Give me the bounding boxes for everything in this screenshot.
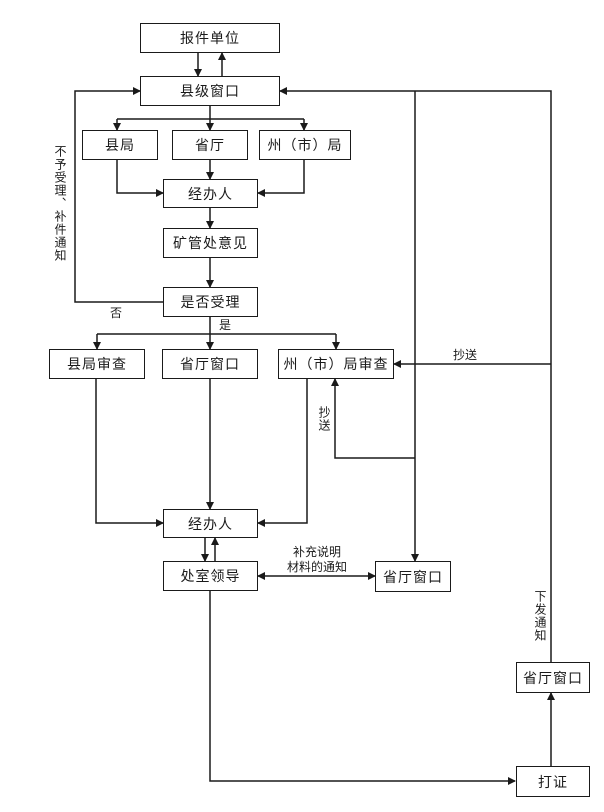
edge-leader-to-issue-license [209, 591, 516, 785]
node-applicant: 报件单位 [140, 23, 280, 53]
edge-reject-loop [74, 87, 163, 303]
edge-right-into-county-window [279, 87, 552, 662]
label-supplement-notice-line1: 补充说明 [292, 545, 341, 559]
label-yes: 是 [219, 318, 232, 332]
label-reject-notice: 不予受理、补件通知 [53, 145, 67, 262]
node-accept-decision: 是否受理 [163, 287, 258, 317]
node-province-window-1: 省厅窗口 [162, 349, 258, 379]
node-prefecture-bureau: 州（市）局 [259, 130, 351, 160]
node-province-window-2: 省厅窗口 [375, 561, 451, 592]
label-cc-right: 抄送 [453, 348, 478, 362]
edge-prefecture-review-to-handler-2 [257, 379, 308, 527]
node-prefecture-review: 州（市）局审查 [278, 349, 394, 379]
node-county-bureau: 县局 [82, 130, 158, 160]
node-mining-opinion: 矿管处意见 [163, 228, 258, 258]
label-no: 否 [110, 306, 123, 320]
node-division-leader: 处室领导 [163, 561, 258, 591]
node-handler-1: 经办人 [163, 179, 258, 208]
edge-county-bureau-to-handler [116, 160, 164, 197]
label-supplement-notice-line2: 材料的通知 [286, 560, 347, 574]
label-cc-vertical: 抄送 [317, 406, 331, 432]
node-county-window: 县级窗口 [140, 76, 280, 106]
label-issue-notice: 下发通知 [533, 590, 547, 642]
edge-cc-to-prefecture-review [331, 378, 415, 459]
label-supplement-notice: 补充说明 材料的通知 [272, 545, 362, 575]
node-province-window-3: 省厅窗口 [516, 662, 590, 693]
edge-prefecture-bureau-to-handler [257, 160, 305, 197]
node-county-review: 县局审查 [49, 349, 145, 379]
node-issue-license: 打证 [516, 766, 590, 797]
edge-county-review-to-handler-2 [95, 379, 164, 527]
node-province-dept: 省厅 [172, 130, 248, 160]
node-handler-2: 经办人 [163, 509, 258, 538]
